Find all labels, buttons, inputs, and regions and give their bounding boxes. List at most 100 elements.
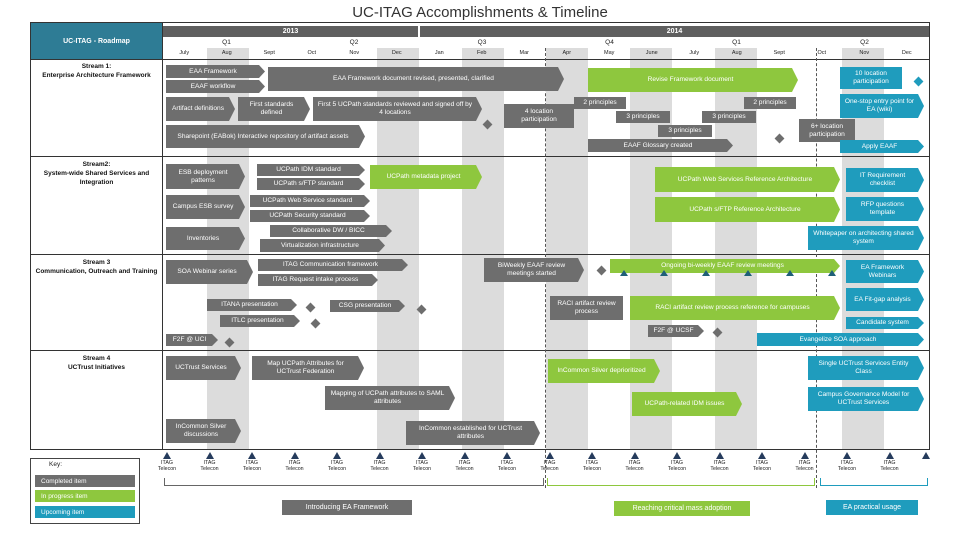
item-eaaf-workflow: EAAF workflow: [166, 80, 265, 93]
item-2-principles: 2 principles: [574, 97, 626, 109]
telecon-label: Telecon: [625, 466, 644, 472]
telecon-label: ITAG: [841, 460, 853, 466]
month-label: July: [689, 50, 700, 56]
month-label: Sept: [263, 50, 275, 56]
item-itag-communication-framework: ITAG Communication framework: [258, 259, 408, 271]
review-meeting-marker: [828, 270, 836, 276]
telecon-label: ITAG: [246, 460, 258, 466]
item-10-location-participation: 10 location participation: [840, 67, 902, 89]
legend-title: Key:: [49, 461, 63, 468]
review-meeting-marker: [660, 270, 668, 276]
telecon-label: ITAG: [883, 460, 896, 466]
telecon-label: ITAG: [628, 460, 641, 466]
phase-brace: [164, 478, 544, 486]
quarter-label: Q2: [349, 39, 359, 46]
month-label: Jan: [434, 50, 444, 56]
roadmap-frame: [30, 22, 930, 450]
item-f2f-ucsf: F2F @ UCSF: [648, 325, 704, 337]
label-column-divider: [162, 23, 163, 450]
roadmap-label: UC-ITAG - Roadmap: [31, 23, 162, 60]
year-2013: 2013: [163, 26, 418, 37]
telecon-label: ITAG: [756, 460, 768, 466]
item-virtualization-infrastructure: Virtualization infrastructure: [260, 239, 385, 252]
item-f2f-uci: F2F @ UCI: [166, 334, 218, 346]
phase-brace: [820, 478, 928, 486]
month-label: June: [645, 50, 658, 56]
telecon-label: ITAG: [288, 460, 301, 466]
item-raci-reference-campuses: RACI artifact review process reference f…: [630, 296, 840, 320]
telecon-label: ITAG: [543, 460, 556, 466]
telecon-label: Telecon: [752, 466, 772, 472]
quarter-label: Q4: [605, 39, 614, 46]
review-meeting-marker: [744, 270, 752, 276]
item-sharepoint-eabok: Sharepoint (EABok) Interactive repositor…: [166, 125, 365, 148]
telecon-label: Telecon: [795, 466, 814, 472]
item-revise-framework: Revise Framework document: [588, 68, 798, 92]
telecon-marker: [460, 452, 469, 459]
item-first-standards: First standards defined: [238, 97, 310, 121]
stream-1-label: Stream 1:Enterprise Architecture Framewo…: [42, 63, 151, 79]
telecon-label: Telecon: [582, 466, 602, 472]
telecon-label: Telecon: [285, 466, 304, 472]
telecon-label: ITAG: [671, 460, 683, 466]
telecon-label: Telecon: [540, 466, 559, 472]
stream-divider: [31, 156, 929, 157]
telecon-label: ITAG: [416, 460, 428, 466]
telecon-label: ITAG: [373, 460, 386, 466]
item-incommon-silver-discussions: InCommon Silver discussions: [166, 419, 241, 443]
telecon-label: ITAG: [501, 460, 513, 466]
item-single-uctrust-entity: Single UCTrust Services Entity Class: [808, 356, 924, 380]
telecon-marker: [885, 452, 894, 459]
telecon-label: Telecon: [837, 466, 857, 472]
item-one-stop-entry-point: One-stop entry point for EA (wiki): [840, 94, 924, 118]
telecon-marker: [375, 452, 384, 459]
telecon-label: ITAG: [458, 460, 471, 466]
item-uctrust-services: UCTrust Services: [166, 356, 241, 380]
telecon-label: ITAG: [331, 460, 343, 466]
year-2014: 2014: [420, 26, 929, 37]
month-label: Nov: [349, 50, 360, 56]
item-evangelize-soa: Evangelize SOA approach: [757, 333, 924, 346]
stream-divider: [31, 254, 929, 255]
telecon-marker: [673, 452, 681, 459]
item-rfp-questions-template: RFP questions template: [846, 197, 924, 221]
item-3-principles: 3 principles: [658, 125, 712, 137]
item-candidate-system: Candidate system: [846, 317, 924, 329]
telecon-marker: [545, 452, 554, 459]
item-itag-request-intake: ITAG Request intake process: [258, 274, 378, 286]
item-3-principles: 3 principles: [616, 111, 670, 123]
item-map-ucpath-attributes: Map UCPath Attributes for UCTrust Federa…: [252, 356, 364, 380]
legend-key: Key: Completed item In progress item Upc…: [30, 458, 140, 524]
telecon-label: Telecon: [327, 466, 347, 472]
telecon-label: Telecon: [370, 466, 389, 472]
phase-label-critical-mass: Reaching critical mass adoption: [614, 501, 750, 516]
telecon-marker: [205, 452, 214, 459]
month-label: May: [604, 50, 615, 56]
telecon-label: ITAG: [713, 460, 726, 466]
telecon-label: ITAG: [203, 460, 216, 466]
item-6-location-participation: 6+ location participation: [799, 119, 855, 142]
quarter-label: Q1: [732, 39, 741, 46]
item-itlc-presentation: ITLC presentation: [220, 315, 300, 327]
telecon-label: Telecon: [880, 466, 899, 472]
telecon-marker: [800, 452, 809, 459]
telecon-marker: [163, 452, 171, 459]
stream-divider: [31, 350, 929, 351]
month-label: Dec: [901, 50, 912, 56]
legend-in-progress: In progress item: [35, 490, 135, 502]
telecon-marker: [630, 452, 639, 459]
item-ucpath-idm-standard: UCPath IDM standard: [257, 164, 365, 176]
phase-label-introducing: Introducing EA Framework: [282, 500, 412, 515]
month-label: Dec: [391, 50, 402, 56]
quarter-label: Q3: [477, 39, 487, 46]
telecon-marker: [922, 452, 930, 459]
item-it-requirement-checklist: IT Requirement checklist: [846, 168, 924, 192]
month-label: Sept: [773, 50, 785, 56]
telecon-label: ITAG: [161, 460, 173, 466]
telecon-label: Telecon: [497, 466, 517, 472]
item-collaborative-dw-bicc: Collaborative DW / BICC: [270, 225, 392, 237]
item-incommon-established: InCommon established for UCTrust attribu…: [406, 421, 540, 445]
month-label: Oct: [817, 50, 827, 56]
